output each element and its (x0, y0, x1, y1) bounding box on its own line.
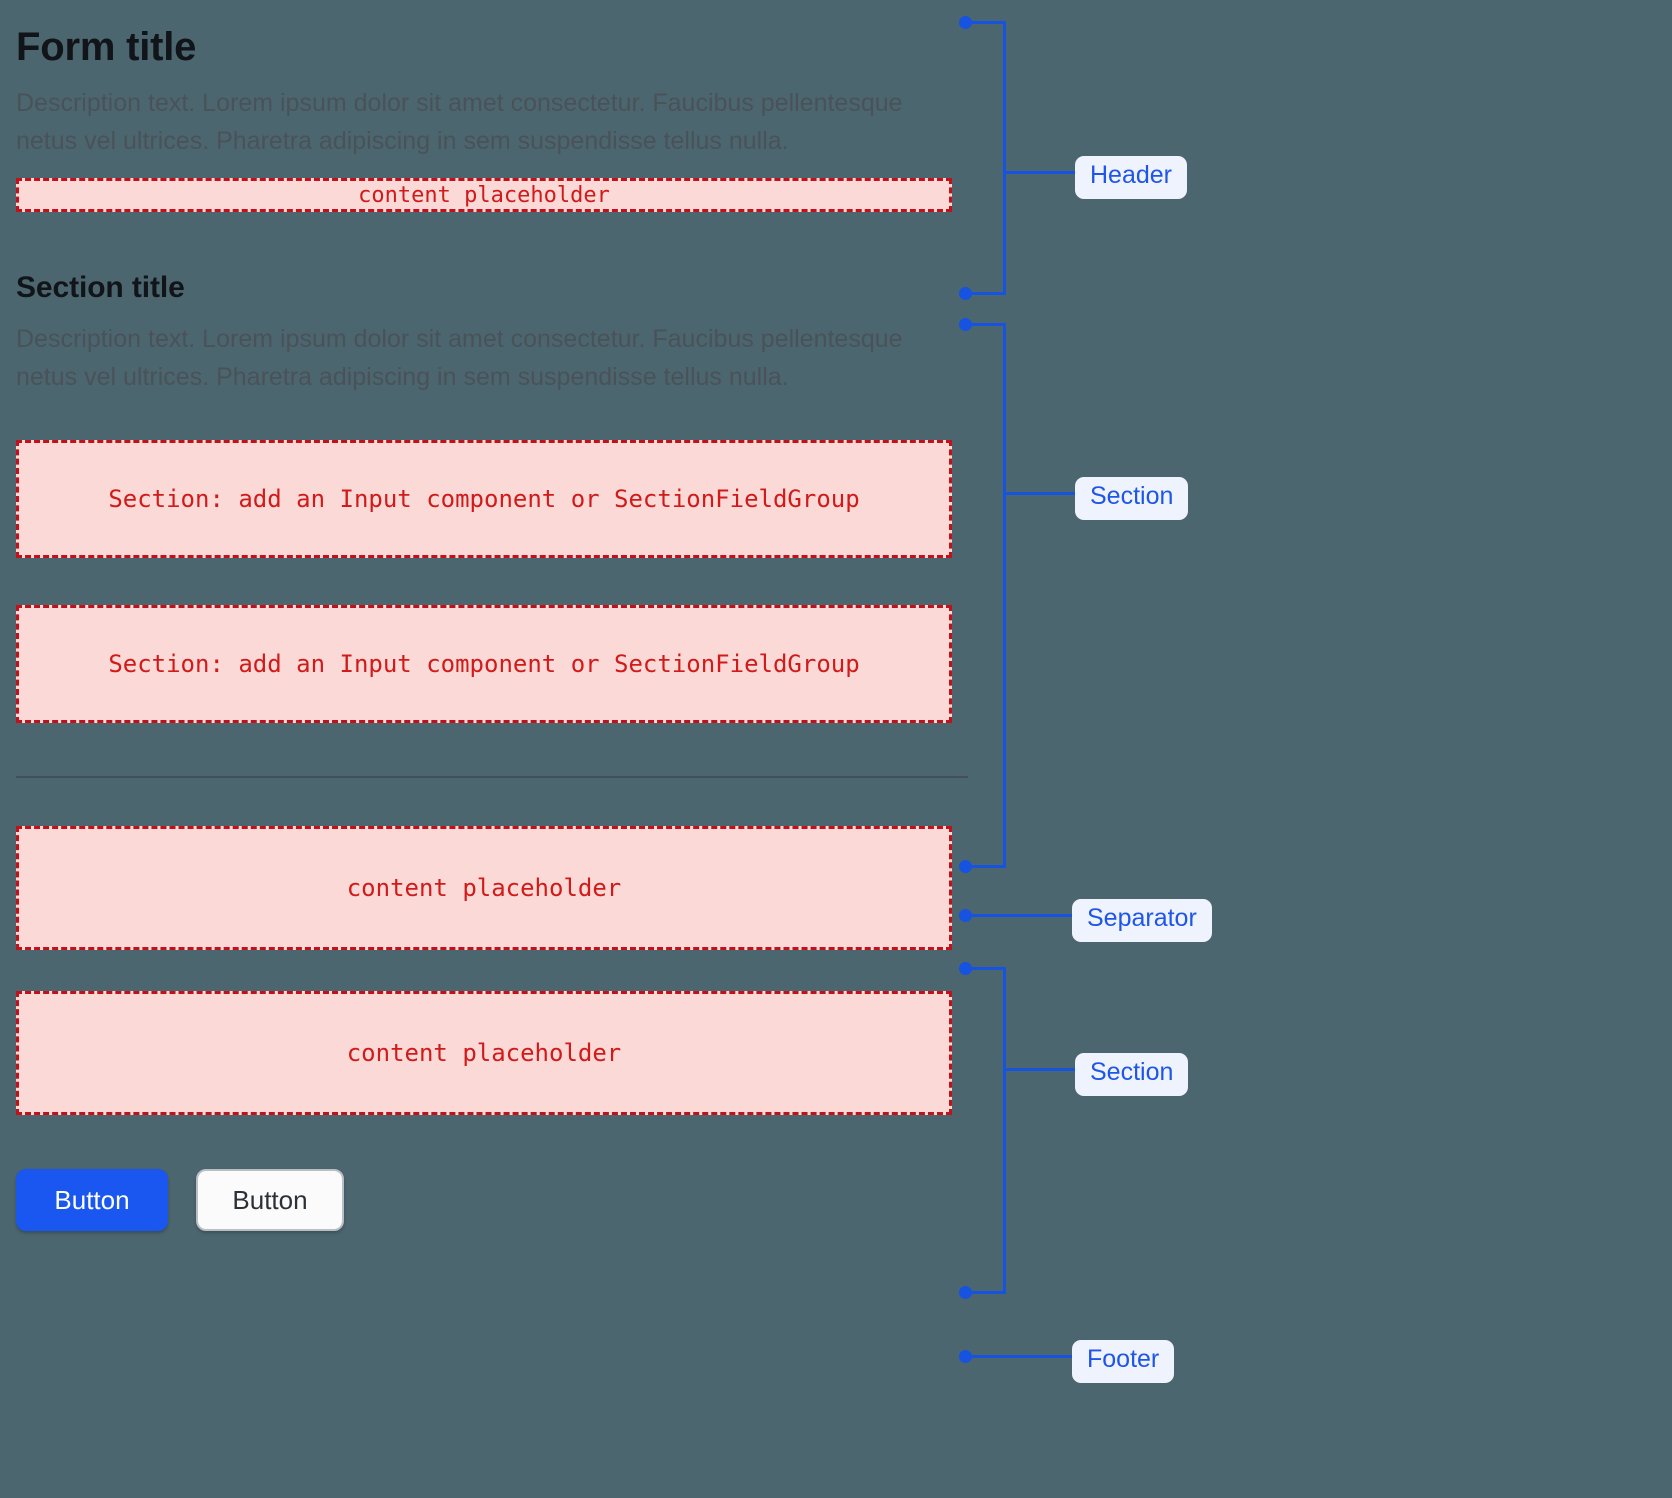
annotation-label-section: Section (1075, 477, 1189, 520)
annotation-connector (965, 21, 1006, 24)
form-container: Form title Description text. Lorem ipsum… (16, 0, 968, 1231)
annotation-connector (965, 323, 1006, 326)
annotation-connector (965, 1291, 1006, 1294)
header-description: Description text. Lorem ipsum dolor sit … (16, 89, 903, 155)
annotation-bracket (1003, 323, 1006, 866)
annotation-leader-line (965, 1355, 1072, 1358)
annotation-connector (965, 865, 1006, 868)
form-section-one: Section title Description text. Lorem ip… (16, 270, 952, 723)
section-field-placeholder-label: Section: add an Input component or Secti… (108, 650, 860, 678)
annotation-bracket (1003, 21, 1006, 293)
section-title: Section title (16, 271, 185, 304)
annotation-leader-line (965, 914, 1073, 917)
page-title: Form title (16, 25, 197, 69)
form-section-two: content placeholder content placeholder (16, 826, 952, 1115)
annotation-label-footer: Footer (1072, 1340, 1175, 1383)
primary-button[interactable]: Button (16, 1169, 168, 1231)
annotation-label-separator: Separator (1072, 899, 1212, 942)
header-placeholder-label: content placeholder (358, 182, 610, 208)
annotation-label-section: Section (1075, 1053, 1189, 1096)
section-content-placeholder-label: content placeholder (346, 1039, 622, 1067)
form-header: Form title Description text. Lorem ipsum… (16, 0, 952, 212)
annotation-leader-line (1003, 492, 1075, 495)
annotation-bracket (1003, 967, 1006, 1292)
header-content-placeholder: content placeholder (16, 178, 952, 212)
form-footer: Button Button (16, 1169, 952, 1231)
secondary-button[interactable]: Button (196, 1169, 344, 1231)
section-field-placeholder: Section: add an Input component or Secti… (16, 605, 952, 723)
section-description: Description text. Lorem ipsum dolor sit … (16, 325, 903, 391)
separator (16, 776, 968, 778)
annotation-connector (965, 967, 1006, 970)
section-content-placeholder: content placeholder (16, 991, 952, 1115)
section-field-placeholder-label: Section: add an Input component or Secti… (108, 485, 860, 513)
annotation-leader-line (1003, 171, 1075, 174)
section-content-placeholder: content placeholder (16, 826, 952, 950)
annotation-label-header: Header (1075, 156, 1187, 199)
annotation-connector (965, 292, 1006, 295)
section-field-placeholder: Section: add an Input component or Secti… (16, 440, 952, 558)
annotation-leader-line (1003, 1068, 1075, 1071)
section-content-placeholder-label: content placeholder (346, 874, 622, 902)
